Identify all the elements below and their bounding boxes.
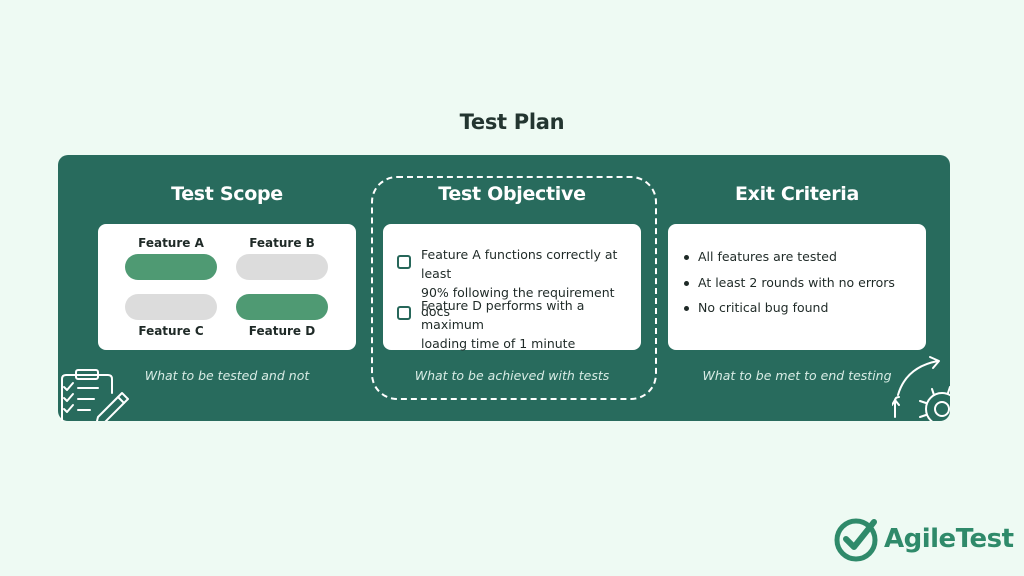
checkbox-icon <box>397 306 411 320</box>
test-objective-card: Feature A functions correctly at least 9… <box>383 224 641 351</box>
feature-d-pill <box>236 294 328 320</box>
test-objective-dashed-frame <box>371 176 657 400</box>
list-item: All features are tested <box>684 249 895 275</box>
checkmark-circle-icon <box>834 518 878 562</box>
list-item: No critical bug found <box>684 300 895 326</box>
test-scope-caption: What to be tested and not <box>144 368 310 383</box>
feature-b-pill <box>236 254 328 280</box>
objective-line: loading time of 1 minute <box>421 336 576 351</box>
feature-b-label: Feature B <box>249 236 315 250</box>
test-objective-caption: What to be achieved with tests <box>414 368 610 383</box>
feature-c-label: Feature C <box>138 324 204 338</box>
agiletest-logo: AgileTest <box>834 516 1014 564</box>
list-item: At least 2 rounds with no errors <box>684 275 895 301</box>
page-title: Test Plan <box>459 110 565 134</box>
feature-c-pill <box>125 294 217 320</box>
objective-line: 90% following the requirement docs <box>421 285 615 319</box>
logo-text: AgileTest <box>884 524 1014 554</box>
exit-criteria-card: All features are tested At least 2 round… <box>668 224 926 350</box>
test-objective-heading: Test Objective <box>438 183 586 205</box>
test-plan-panel: Test Scope Feature A Feature B Feature C… <box>58 155 950 421</box>
feature-d-label: Feature D <box>248 324 316 338</box>
clipboard-checklist-pencil-icon <box>61 369 129 421</box>
exit-criteria-heading: Exit Criteria <box>734 183 860 205</box>
test-scope-heading: Test Scope <box>171 183 283 205</box>
feature-a-label: Feature A <box>138 236 204 250</box>
objective-line: Feature A functions correctly at least <box>421 247 618 281</box>
exit-criteria-list: All features are tested At least 2 round… <box>684 249 895 326</box>
feature-a-pill <box>125 254 217 280</box>
gear-arrows-icon <box>892 356 950 421</box>
objective-line: Feature D performs with a maximum <box>421 298 585 332</box>
test-scope-card: Feature A Feature B Feature C Feature D <box>98 224 356 350</box>
checkbox-icon <box>397 255 411 269</box>
exit-criteria-caption: What to be met to end testing <box>702 368 892 383</box>
